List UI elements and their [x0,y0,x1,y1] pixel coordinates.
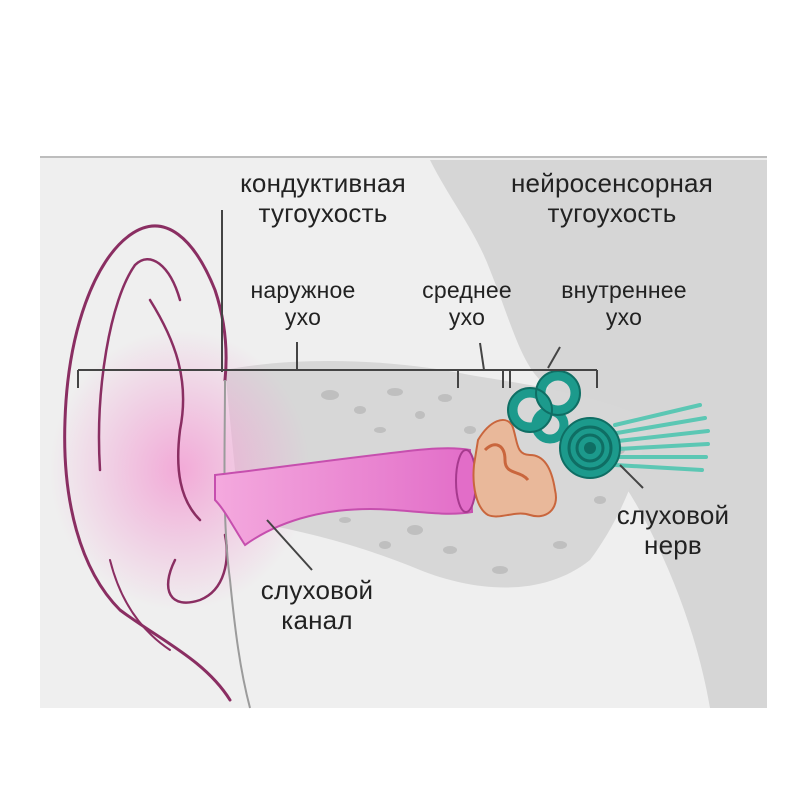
concha [166,533,228,604]
semicircular-canals [508,371,580,444]
helix-inner [97,258,182,472]
label-outer-ear: наружное ухо [250,277,356,330]
auricle-outline [63,224,232,702]
label-sensorineural-hearing-loss: нейросенсорная тугоухость [511,168,713,228]
label-ear-canal: слуховой канал [260,575,374,635]
label-auditory-nerve: слуховой нерв [616,500,730,560]
skin-line [223,379,251,709]
section-bracket [77,369,598,388]
label-inner-ear: внутреннее ухо [561,277,687,330]
antihelix [148,298,202,522]
leader-lines [266,342,644,571]
label-middle-ear: среднее ухо [422,277,512,330]
cochlea [559,417,621,479]
ossicle-detail [483,443,530,482]
ear-canal-tube [214,447,474,547]
nerve-fibers [613,403,710,472]
lobe-detail [109,559,171,651]
label-conductive-hearing-loss: кондуктивная тугоухость [240,168,406,228]
